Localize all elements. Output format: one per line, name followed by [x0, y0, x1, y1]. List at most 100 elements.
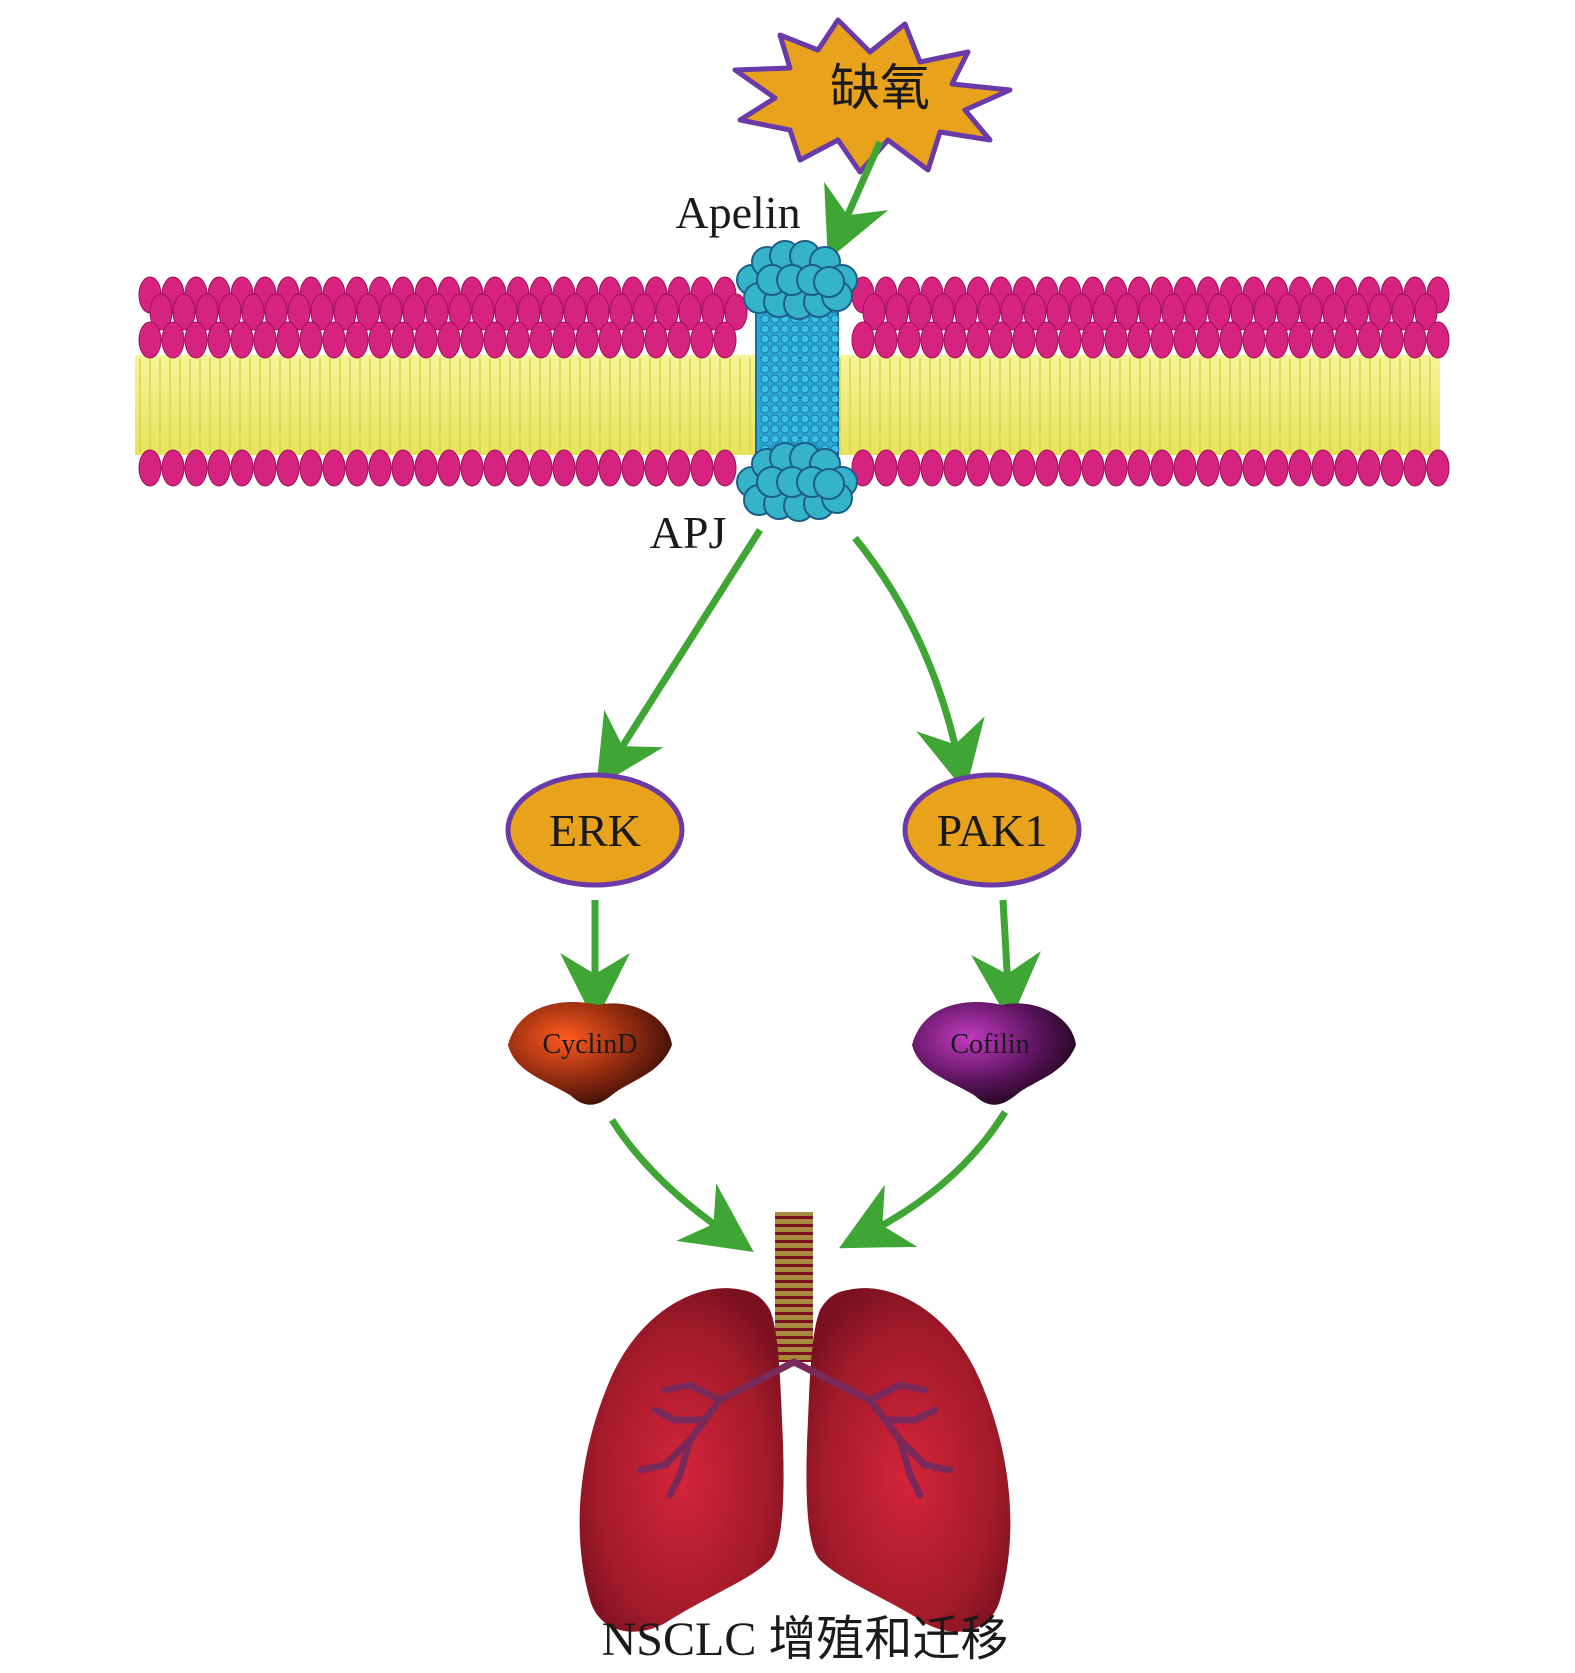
lipid-head: [287, 293, 311, 331]
receptor-bead: [800, 324, 810, 334]
lipid-head: [1265, 321, 1289, 359]
lipid-head: [425, 293, 449, 331]
lipid-head: [655, 293, 679, 331]
receptor-bead: [760, 384, 770, 394]
lipid-head: [264, 293, 288, 331]
receptor-bead: [760, 374, 770, 384]
receptor-bead: [830, 394, 840, 404]
receptor-bead: [770, 334, 780, 344]
lipid-head: [253, 321, 277, 359]
lipid-head: [195, 293, 219, 331]
receptor-bottom-cluster: [736, 442, 858, 522]
receptor-bead: [800, 334, 810, 344]
lipid-head: [414, 449, 438, 487]
lipid-head: [414, 321, 438, 359]
lipid-head: [1081, 321, 1105, 359]
lipid-head: [184, 449, 208, 487]
receptor-bead: [780, 384, 790, 394]
receptor-bead: [780, 344, 790, 354]
lipid-head: [1403, 321, 1427, 359]
receptor-bead: [810, 434, 820, 444]
lipid-head: [897, 321, 921, 359]
receptor-bead: [810, 324, 820, 334]
receptor-bead: [770, 424, 780, 434]
receptor-bead: [810, 414, 820, 424]
lipid-head: [517, 293, 541, 331]
receptor-bead: [760, 414, 770, 424]
lipid-head: [529, 449, 553, 487]
lipid-head: [966, 449, 990, 487]
lipid-head: [1380, 321, 1404, 359]
receptor-bead: [760, 354, 770, 364]
lipid-head: [276, 449, 300, 487]
lipid-head: [494, 293, 518, 331]
receptor-bead: [830, 374, 840, 384]
lipid-head: [1161, 293, 1185, 331]
lipid-head: [1380, 449, 1404, 487]
receptor-bead: [830, 434, 840, 444]
receptor-bead: [820, 354, 830, 364]
erk-node: ERK: [505, 772, 685, 888]
receptor-bead: [760, 434, 770, 444]
receptor-bead: [820, 344, 830, 354]
lipid-head: [241, 293, 265, 331]
receptor-bead: [780, 414, 790, 424]
lipid-head: [230, 449, 254, 487]
lipid-head: [322, 321, 346, 359]
lipid-head: [908, 293, 932, 331]
receptor-bead: [780, 364, 790, 374]
receptor-bead: [770, 324, 780, 334]
lipid-head: [322, 449, 346, 487]
lipid-head: [1035, 449, 1059, 487]
lipid-head: [598, 321, 622, 359]
hypoxia-label: 缺氧: [830, 60, 930, 116]
receptor-bead: [760, 344, 770, 354]
trachea: [775, 1212, 813, 1362]
lipid-head: [345, 449, 369, 487]
lipid-head: [1288, 321, 1312, 359]
lipid-head: [1104, 321, 1128, 359]
lipid-head: [391, 321, 415, 359]
lipid-head: [690, 321, 714, 359]
receptor-bead: [790, 334, 800, 344]
receptor-bead: [770, 414, 780, 424]
lipid-head: [667, 449, 691, 487]
receptor-bead: [810, 424, 820, 434]
lipid-head: [391, 449, 415, 487]
receptor-bead: [800, 424, 810, 434]
receptor-bead: [800, 384, 810, 394]
receptor-bead: [820, 374, 830, 384]
receptor-bead: [770, 404, 780, 414]
receptor-bead: [830, 324, 840, 334]
lipid-head: [632, 293, 656, 331]
lipid-head: [713, 321, 737, 359]
receptor-bead: [830, 414, 840, 424]
lipid-head: [977, 293, 1001, 331]
receptor-bead: [810, 364, 820, 374]
receptor-bead: [820, 334, 830, 344]
receptor-bead: [770, 364, 780, 374]
lipid-head: [1092, 293, 1116, 331]
receptor-bead: [830, 364, 840, 374]
receptor-bead: [820, 424, 830, 434]
lipid-head: [138, 449, 162, 487]
hypoxia-star-shape: [732, 17, 1013, 175]
lipid-head: [586, 293, 610, 331]
receptor-bead: [830, 314, 840, 324]
receptor-bead: [810, 404, 820, 414]
lipid-head: [920, 321, 944, 359]
lipid-head: [920, 449, 944, 487]
receptor-bead: [830, 344, 840, 354]
receptor-bead: [790, 424, 800, 434]
receptor-bead: [800, 434, 810, 444]
receptor-bead: [830, 424, 840, 434]
lipid-head: [954, 293, 978, 331]
receptor-top-cluster: [736, 240, 858, 320]
arrow-cofilin-to-outcome: [838, 1110, 1008, 1249]
receptor-bead: [810, 354, 820, 364]
apj-receptor: [736, 240, 858, 522]
lipid-head: [552, 321, 576, 359]
apelin-label: Apelin: [675, 187, 800, 238]
lipid-head: [1391, 293, 1415, 331]
